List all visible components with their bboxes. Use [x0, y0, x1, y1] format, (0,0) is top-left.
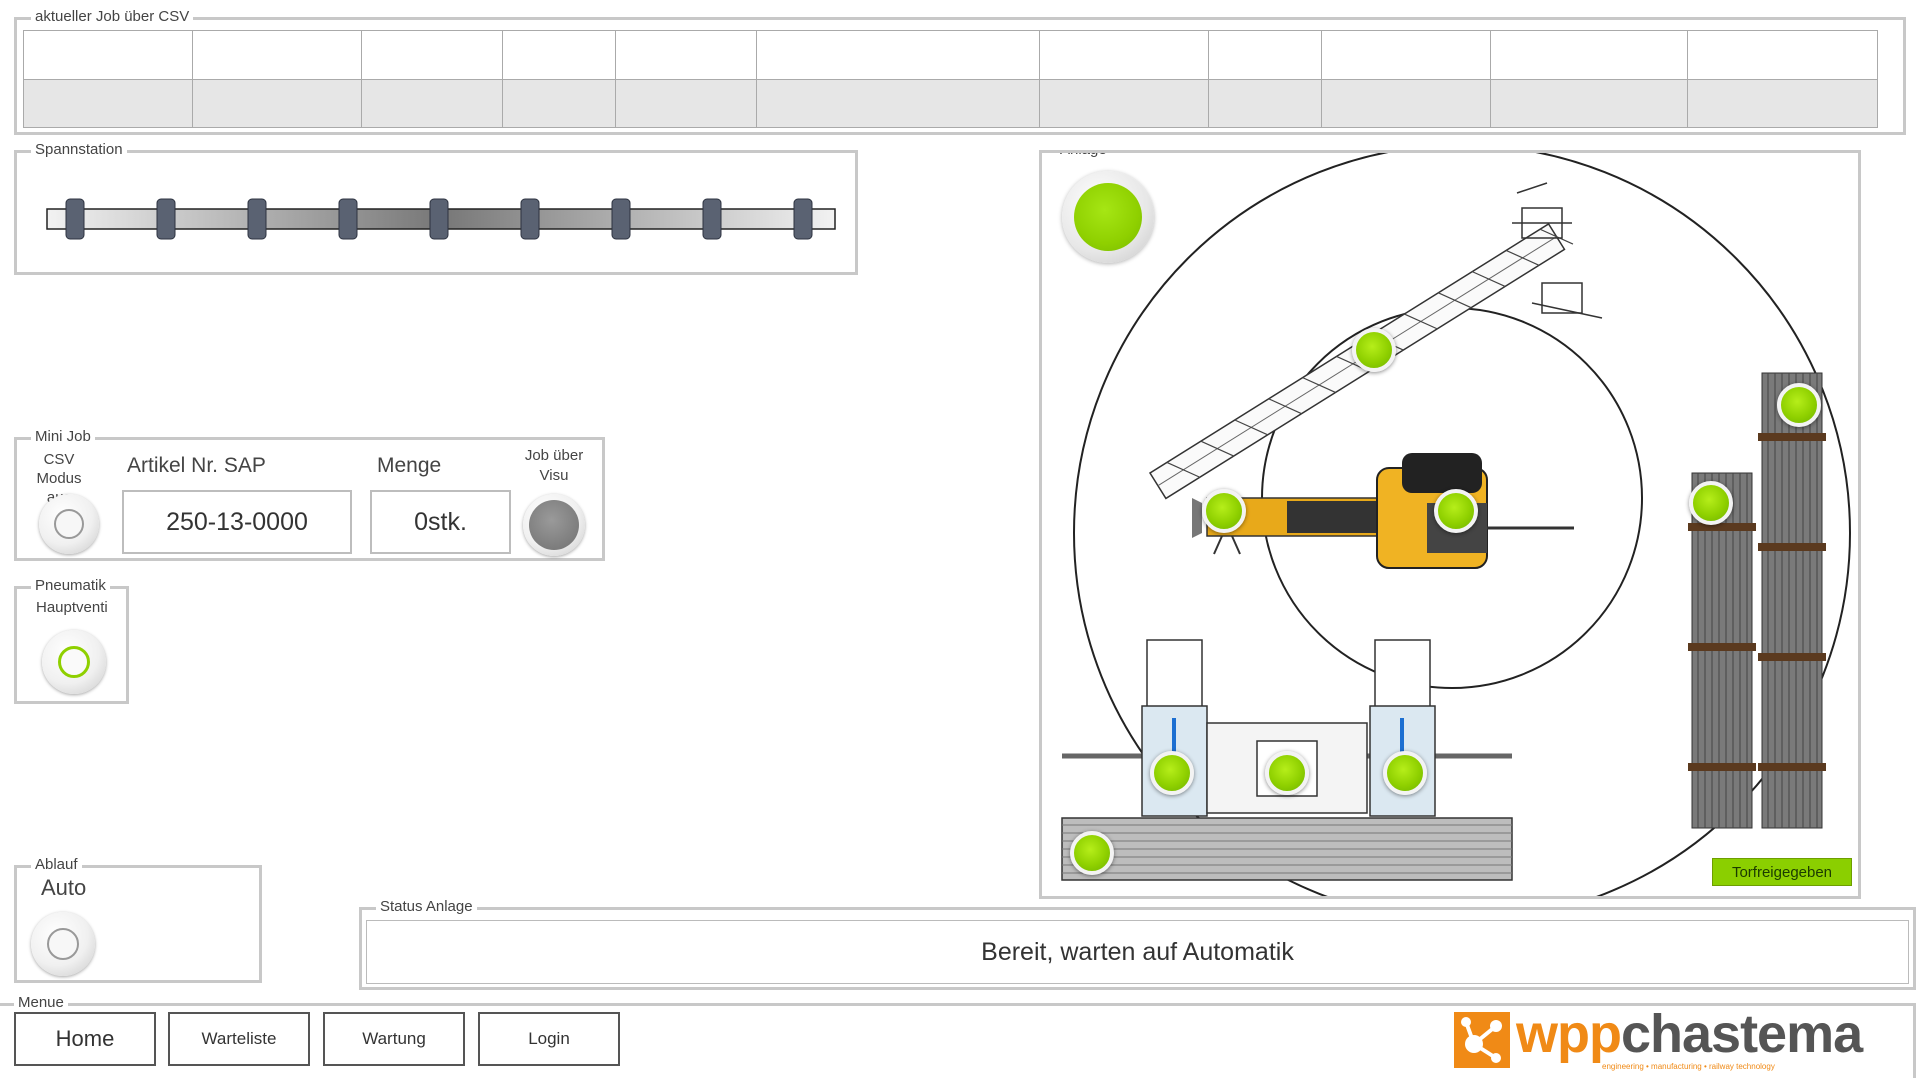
- table-cell: [756, 78, 1040, 128]
- table-row: [23, 78, 1878, 128]
- table-cell: [1490, 30, 1688, 80]
- ablauf-group: Ablauf Auto: [14, 856, 262, 983]
- ablauf-mode-label: Auto: [41, 875, 87, 900]
- logo-text-prefix: wpp: [1516, 1004, 1622, 1064]
- table-cell: [1039, 30, 1209, 80]
- clamp-marker: [338, 198, 358, 240]
- anlage-title: Anlage: [1056, 153, 1111, 159]
- sensor-indicator: [1383, 751, 1427, 795]
- table-cell: [1687, 78, 1878, 128]
- menge-label: Menge: [377, 454, 442, 477]
- pneumatik-group: Pneumatik Hauptventi: [14, 577, 129, 704]
- table-cell: [1321, 78, 1491, 128]
- warteliste-button[interactable]: Warteliste: [168, 1012, 310, 1066]
- job-visu-label: Job über Visu: [524, 447, 584, 484]
- status-group: Status Anlage Bereit, warten auf Automat…: [359, 898, 1916, 990]
- sensor-indicator: [1434, 489, 1478, 533]
- logo-icon: [1454, 1012, 1510, 1068]
- table-cell: [1208, 30, 1322, 80]
- company-logo: wppchastema engineering • manufacturing …: [1452, 1004, 1912, 1074]
- sensor-indicator: [1202, 489, 1246, 533]
- artikel-input[interactable]: 250-13-0000: [122, 490, 352, 554]
- table-cell: [192, 30, 362, 80]
- ablauf-mode-toggle[interactable]: [31, 912, 95, 976]
- table-cell: [361, 78, 503, 128]
- clamp-marker: [429, 198, 449, 240]
- pneumatik-subtitle: Hauptventi: [36, 599, 108, 616]
- artikel-label: Artikel Nr. SAP: [127, 454, 266, 477]
- sensor-indicator: [1352, 328, 1396, 372]
- table-cell: [502, 78, 616, 128]
- clamp-marker: [793, 198, 813, 240]
- sensor-indicator: [1777, 383, 1821, 427]
- status-title: Status Anlage: [376, 898, 477, 916]
- table-cell: [502, 30, 616, 80]
- table-cell: [23, 30, 193, 80]
- csv-job-title: aktueller Job über CSV: [31, 8, 194, 26]
- table-cell: [756, 30, 1040, 80]
- clamp-marker: [702, 198, 722, 240]
- door-released-badge: Torfreigegeben: [1712, 858, 1852, 886]
- mini-job-title: Mini Job: [31, 428, 95, 446]
- table-cell: [1208, 78, 1322, 128]
- clamping-rail: [46, 198, 836, 240]
- csv-mode-toggle[interactable]: [39, 494, 99, 554]
- table-row: [23, 30, 1878, 80]
- table-cell: [1039, 78, 1209, 128]
- table-cell: [615, 30, 757, 80]
- table-cell: [1321, 30, 1491, 80]
- mini-job-group: Mini Job CSV Modus aus Artikel Nr. SAP 2…: [14, 428, 605, 561]
- clamp-marker: [611, 198, 631, 240]
- table-cell: [192, 78, 362, 128]
- spannstation-title: Spannstation: [31, 141, 127, 159]
- plant-status-lamp: [1062, 171, 1154, 263]
- csv-job-group: aktueller Job über CSV: [14, 8, 1906, 135]
- wartung-button[interactable]: Wartung: [323, 1012, 465, 1066]
- login-button[interactable]: Login: [478, 1012, 620, 1066]
- logo-text-suffix: chastema: [1620, 1004, 1863, 1064]
- table-cell: [615, 78, 757, 128]
- home-button[interactable]: Home: [14, 1012, 156, 1066]
- table-cell: [361, 30, 503, 80]
- csv-job-table: [23, 30, 1878, 128]
- pneumatik-valve-toggle[interactable]: [42, 630, 106, 694]
- anlage-group: Anlage: [1039, 150, 1861, 899]
- sensor-indicator: [1070, 831, 1114, 875]
- menge-input[interactable]: 0stk.: [370, 490, 511, 554]
- clamp-marker: [247, 198, 267, 240]
- table-cell: [23, 78, 193, 128]
- clamp-marker: [65, 198, 85, 240]
- pneumatik-title: Pneumatik: [31, 577, 110, 595]
- sensor-indicator: [1689, 481, 1733, 525]
- menu-group: Menue: [0, 994, 1916, 1078]
- spannstation-group: Spannstation: [14, 141, 858, 275]
- job-visu-toggle[interactable]: [523, 494, 585, 556]
- clamp-marker: [156, 198, 176, 240]
- clamp-marker: [520, 198, 540, 240]
- logo-tagline: engineering • manufacturing • railway te…: [1602, 1062, 1775, 1071]
- sensor-indicator: [1150, 751, 1194, 795]
- ablauf-title: Ablauf: [31, 856, 82, 874]
- status-text: Bereit, warten auf Automatik: [366, 920, 1909, 984]
- table-cell: [1490, 78, 1688, 128]
- menu-title: Menue: [14, 994, 68, 1012]
- table-cell: [1687, 30, 1878, 80]
- sensor-indicator: [1265, 751, 1309, 795]
